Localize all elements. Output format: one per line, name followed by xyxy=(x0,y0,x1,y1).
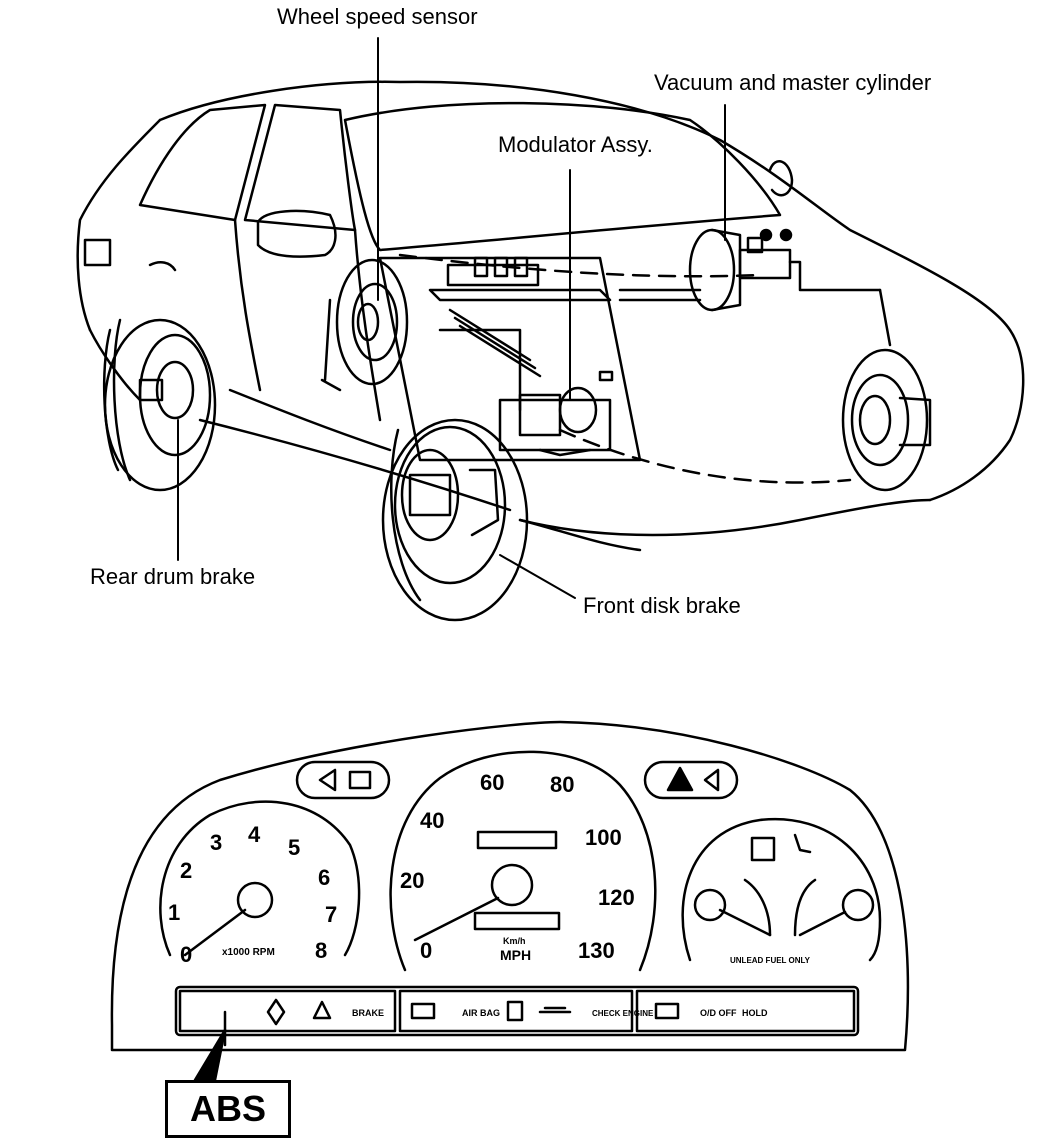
front-disk-brake xyxy=(381,418,529,622)
tach-tick-1: 1 xyxy=(168,900,180,925)
tach-tick-8: 8 xyxy=(315,938,327,963)
speed-tick-60: 60 xyxy=(480,770,504,795)
speed-tick-130: 130 xyxy=(578,938,615,963)
tach-tick-2: 2 xyxy=(180,858,192,883)
tach-tick-3: 3 xyxy=(210,830,222,855)
tach-tick-4: 4 xyxy=(248,822,261,847)
abs-pointer xyxy=(193,1010,227,1082)
speed-tick-20: 20 xyxy=(400,868,424,893)
fuel-note: UNLEAD FUEL ONLY xyxy=(730,956,811,965)
instrument-cluster xyxy=(110,720,910,1052)
car-illustration xyxy=(76,80,1025,552)
label-front-disk-brake: Front disk brake xyxy=(583,593,741,618)
abs-label-box: ABS xyxy=(165,1080,291,1138)
label-modulator-assy: Modulator Assy. xyxy=(498,132,653,157)
speed-tick-0: 0 xyxy=(420,938,432,963)
speed-tick-100: 100 xyxy=(585,825,622,850)
tach-tick-5: 5 xyxy=(288,835,300,860)
tach-tick-7: 7 xyxy=(325,902,337,927)
tach-unit: x1000 RPM xyxy=(222,947,275,958)
abs-label: ABS xyxy=(189,1088,266,1129)
wheel-speed-sensor-disc xyxy=(320,258,409,392)
label-wheel-speed-sensor: Wheel speed sensor xyxy=(277,4,478,29)
rear-drum-brake xyxy=(102,318,217,492)
tach-tick-6: 6 xyxy=(318,865,330,890)
vacuum-master-cylinder xyxy=(618,228,892,347)
warning-label-4: HOLD xyxy=(742,1008,768,1018)
gauge-numerals: 0 1 2 3 4 5 6 7 8 x1000 RPM 0 20 40 60 8… xyxy=(168,770,811,1018)
label-rear-drum-brake: Rear drum brake xyxy=(90,564,256,589)
warning-label-0: BRAKE xyxy=(352,1008,384,1018)
warning-label-1: AIR BAG xyxy=(462,1008,500,1018)
modulator-assembly xyxy=(378,256,642,462)
speed-tick-40: 40 xyxy=(420,808,444,833)
speed-unit: MPH xyxy=(500,947,531,963)
warning-label-3: O/D OFF xyxy=(700,1008,737,1018)
front-right-disc xyxy=(841,348,932,492)
speed-tick-120: 120 xyxy=(598,885,635,910)
leader-lines xyxy=(177,37,726,599)
tach-tick-0: 0 xyxy=(180,942,192,967)
label-vacuum-master-cylinder: Vacuum and master cylinder xyxy=(654,70,932,95)
speed-tick-80: 80 xyxy=(550,772,574,797)
speed-sub-unit: Km/h xyxy=(503,936,526,946)
warning-label-2: CHECK ENGINE xyxy=(592,1009,654,1018)
